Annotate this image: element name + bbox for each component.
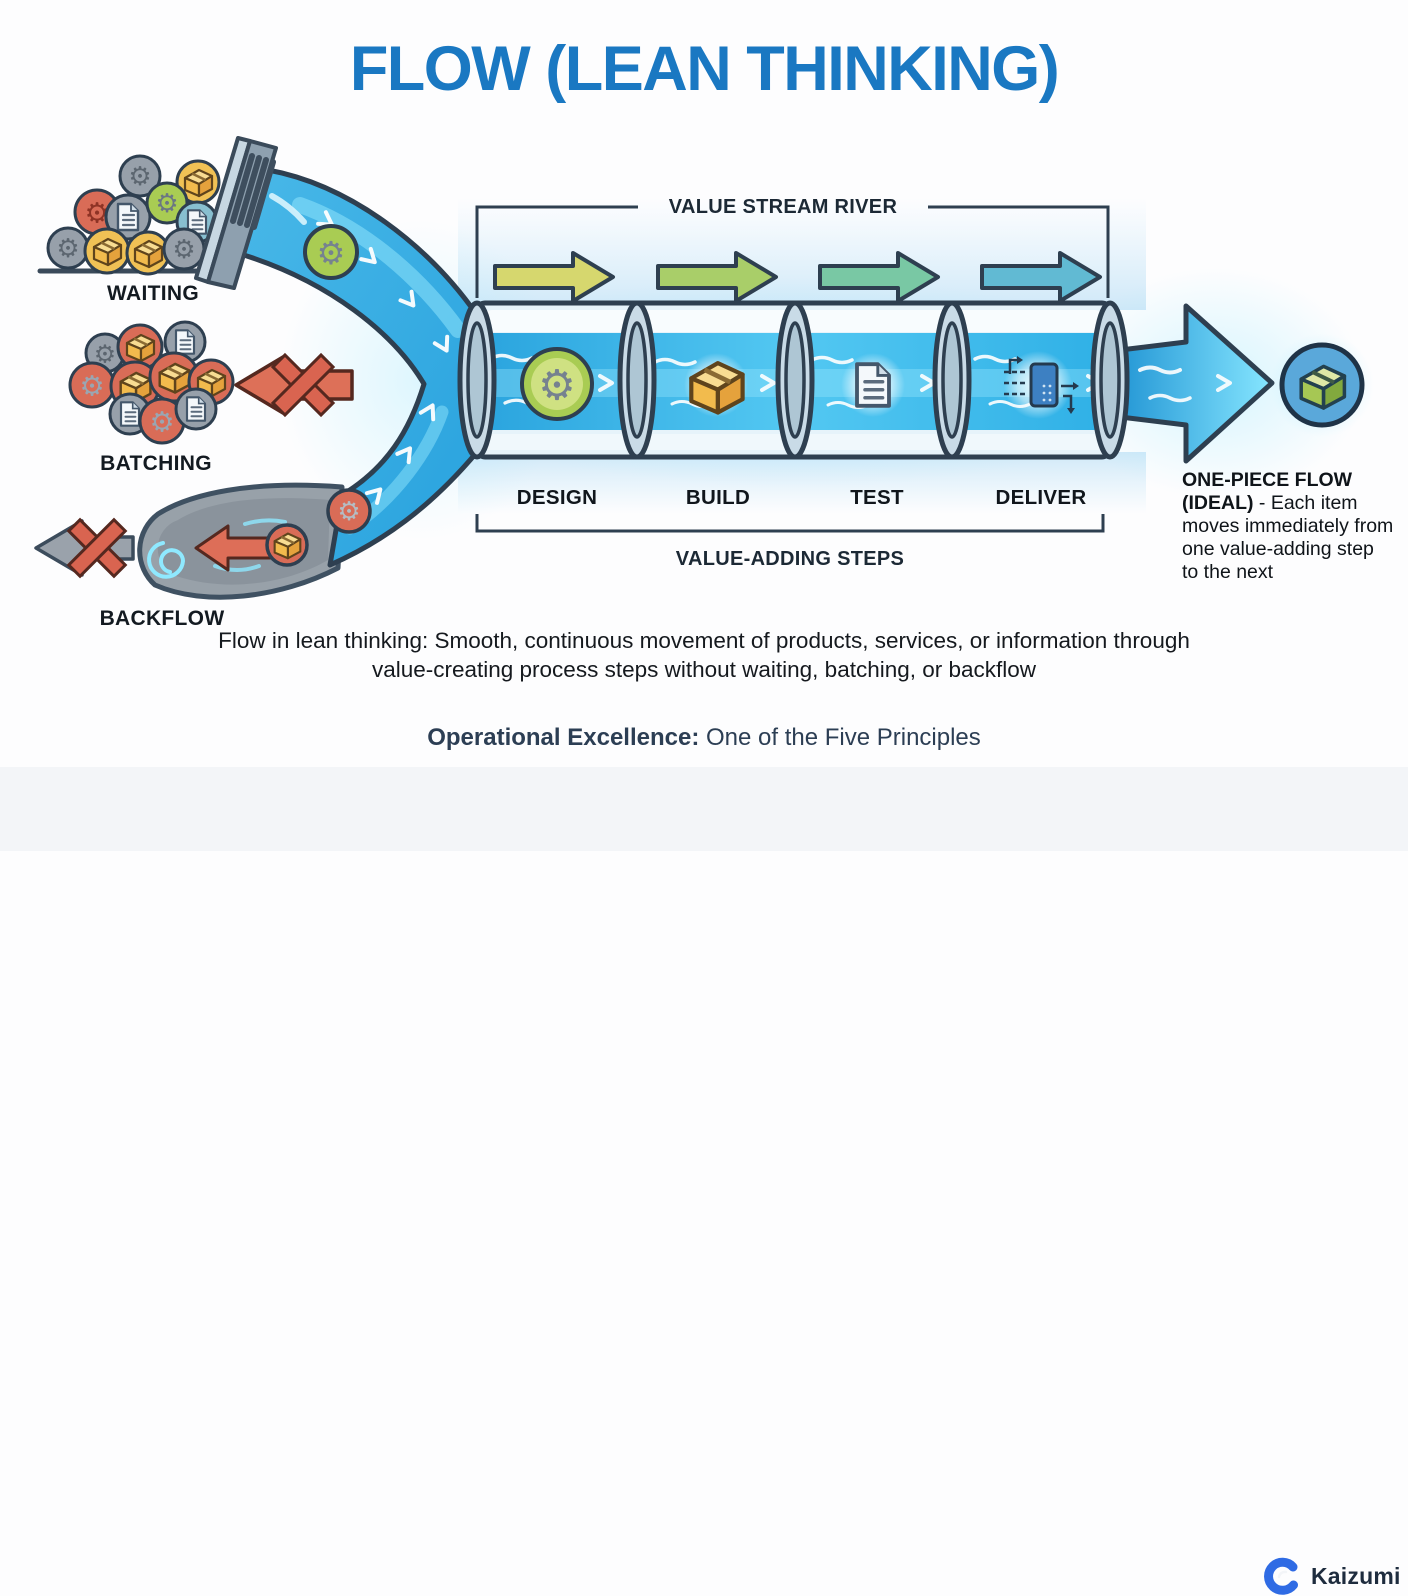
flow-arrow-icon	[818, 251, 940, 303]
stage-icon-box	[684, 353, 748, 417]
document-icon	[104, 193, 152, 241]
one-piece-flow-text: ONE-PIECE FLOW (IDEAL) - Each item moves…	[1182, 469, 1394, 584]
stage-icon-document	[841, 353, 905, 417]
footer-bar: Kaizumi	[0, 767, 1408, 1595]
box-icon	[265, 523, 309, 567]
flow-diagram-illustration: ⚙	[34, 136, 1374, 600]
stage-label-test: TEST	[850, 486, 904, 509]
pipe-ring	[617, 300, 657, 460]
stage-label-build: BUILD	[685, 486, 751, 509]
stage-label-design: DESIGN	[516, 486, 598, 509]
brand-name: Kaizumi	[1311, 1562, 1401, 1589]
waiting-pile	[37, 154, 221, 276]
pipe-ring	[1090, 300, 1130, 460]
x-mark-icon	[66, 517, 128, 579]
gear-icon	[303, 224, 359, 280]
pipe-ring	[775, 300, 815, 460]
pipe-rings	[457, 300, 1130, 460]
gear-icon	[162, 227, 206, 271]
blocked-arrow-backflow-icon	[34, 517, 135, 579]
backflow-pipe	[137, 482, 345, 600]
flow-arrow-icon	[493, 251, 615, 303]
principle-rest: One of the Five Principles	[699, 724, 981, 751]
principle-bold: Operational Excellence:	[427, 724, 700, 751]
water-gate-icon	[194, 136, 307, 290]
flow-arrow-icon	[980, 251, 1102, 303]
document-icon	[174, 387, 218, 431]
value-stream-river-label: VALUE STREAM RIVER	[668, 196, 898, 218]
brand-logo: Kaizumi	[1262, 1556, 1401, 1596]
pipe-ring	[457, 300, 497, 460]
bracket-top	[475, 205, 1110, 298]
batching-label: BATCHING	[100, 452, 212, 475]
one-piece-box-icon	[1270, 333, 1374, 437]
caption-text: Flow in lean thinking: Smooth, continuou…	[218, 628, 1190, 682]
swirl-icon	[147, 518, 287, 579]
value-adding-steps-label: VALUE-ADDING STEPS	[675, 548, 905, 570]
bracket-bottom	[475, 514, 1105, 533]
stage-icon-device	[1004, 351, 1079, 419]
box-icon	[83, 227, 131, 275]
flow-arrows	[493, 251, 1102, 303]
inflow-stream	[231, 167, 480, 568]
gear-icon	[68, 361, 116, 409]
gear-icon	[46, 226, 90, 270]
x-mark-icon	[270, 352, 336, 418]
wave-c-icon	[1264, 1557, 1298, 1595]
gear-icon	[118, 154, 162, 198]
blocked-arrow-batching-icon	[234, 352, 354, 418]
stage-icon-gear	[520, 347, 594, 421]
box-icon	[125, 230, 171, 276]
waiting-label: WAITING	[107, 282, 199, 305]
batching-cluster	[68, 320, 235, 445]
stage-label-deliver: DELIVER	[995, 486, 1087, 509]
one-piece-flow-heading: ONE-PIECE FLOW (IDEAL)	[1182, 469, 1353, 514]
principle-note: Operational Excellence: One of the Five …	[427, 724, 981, 752]
one-piece-flow-description: - Each item moves immediately from one v…	[1182, 492, 1394, 583]
gear-icon	[326, 488, 372, 534]
pipe-ring	[932, 300, 972, 460]
page-title: FLOW (LEAN THINKING)	[349, 34, 1060, 104]
backflow-label: BACKFLOW	[99, 607, 225, 630]
flow-arrow-icon	[656, 251, 778, 303]
